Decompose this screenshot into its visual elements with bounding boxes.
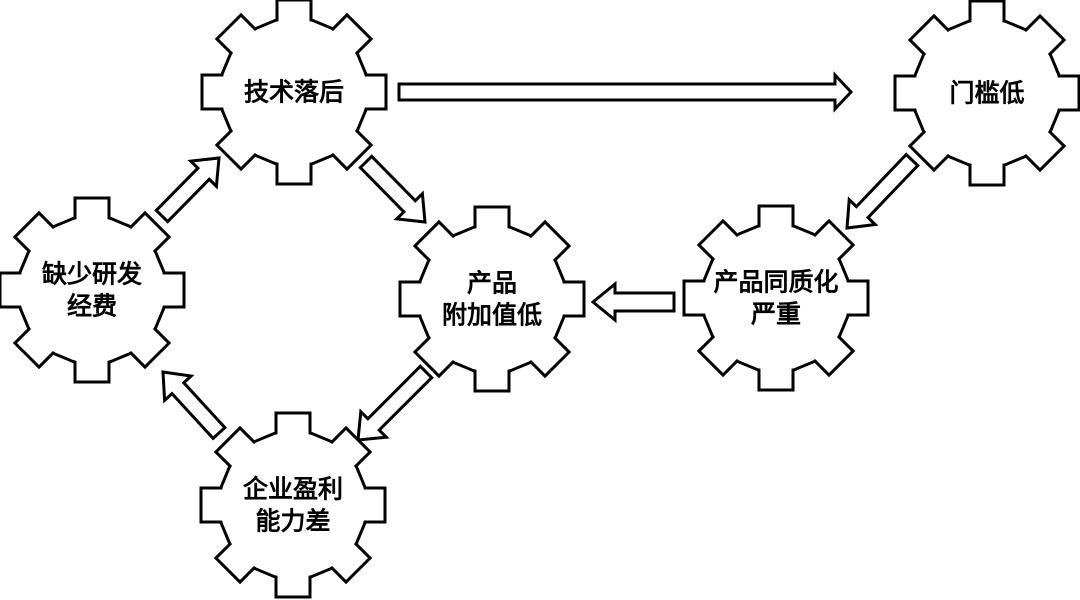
- arrow-lack-rd-funds-to-tech-lag: [154, 156, 221, 224]
- gear-label: 企业盈利: [243, 475, 343, 504]
- gear-icon: [893, 0, 1080, 187]
- gear-node-low-threshold: 门槛低: [893, 0, 1080, 187]
- gear-node-tech-lag: 技术落后: [200, 0, 388, 186]
- gear-label: 能力差: [255, 507, 330, 536]
- gear-label: 严重: [751, 300, 801, 329]
- arrow-homogenization-to-low-added-value: [590, 280, 676, 324]
- arrow-low-added-value-to-poor-profitability: [356, 364, 434, 442]
- gear-icon: [682, 204, 870, 392]
- gear-label: 经费: [67, 292, 117, 321]
- gear-icon: [200, 0, 388, 186]
- arrow-tech-lag-to-low-added-value: [358, 154, 427, 224]
- gear-icon: [199, 411, 387, 599]
- gear-label: 缺少研发: [42, 260, 142, 289]
- gear-label: 技术落后: [244, 78, 344, 107]
- arrow-tech-lag-to-low-threshold: [397, 71, 854, 113]
- gear-icon: [398, 205, 586, 393]
- arrow-low-threshold-to-homogenization: [845, 152, 920, 230]
- gear-icon: [0, 196, 186, 384]
- arrow-poor-profitability-to-lack-rd-funds: [161, 370, 228, 441]
- gear-label: 产品: [467, 269, 517, 298]
- gear-label: 门槛低: [949, 79, 1024, 108]
- arrows-layer: [154, 71, 920, 442]
- gear-label: 附加值低: [442, 301, 542, 330]
- gear-label: 产品同质化: [713, 268, 838, 297]
